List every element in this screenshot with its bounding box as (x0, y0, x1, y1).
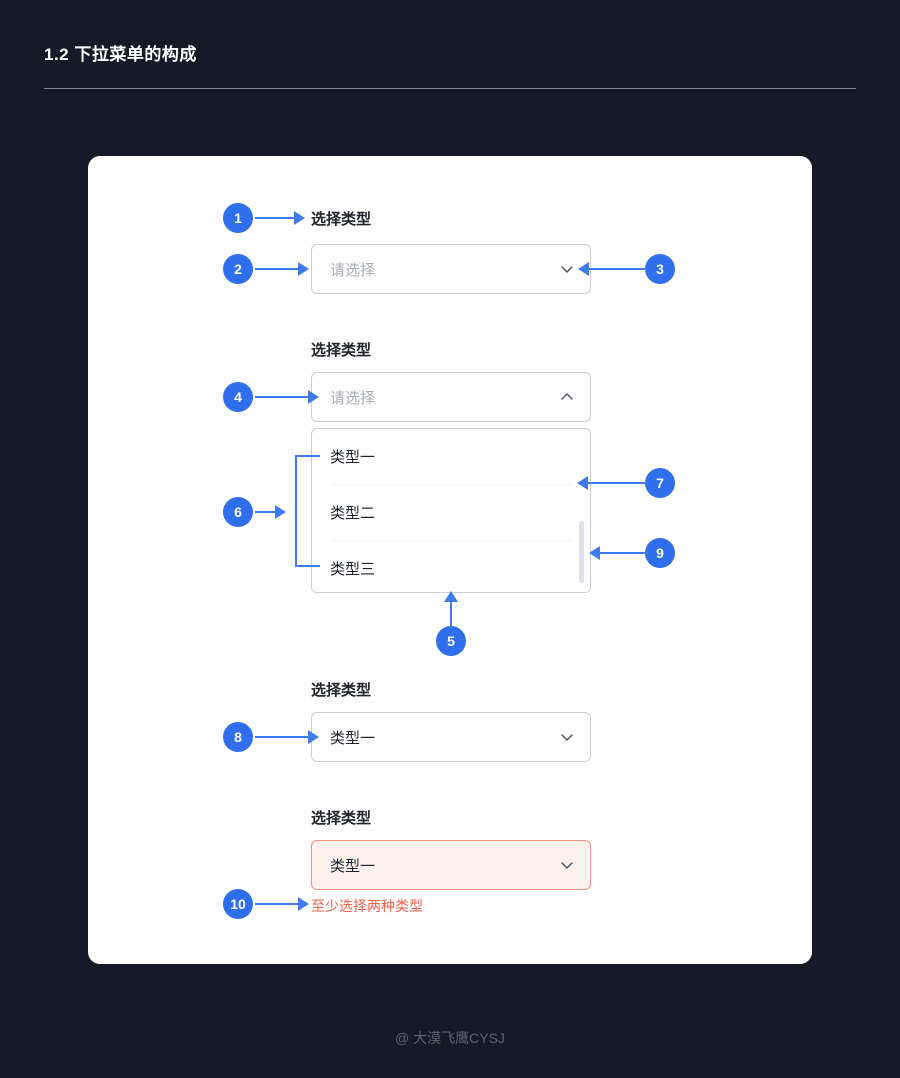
page-title: 1.2 下拉菜单的构成 (44, 45, 197, 64)
callout-line-10 (255, 903, 300, 905)
callout-badge-3: 3 (645, 254, 675, 284)
select-expanded-placeholder: 请选择 (330, 389, 376, 407)
callout-arrow-6 (275, 505, 286, 519)
select-error-value: 类型一 (330, 857, 376, 875)
callout-line-9 (600, 552, 648, 554)
callout-arrow-8 (308, 730, 319, 744)
callout-line-6 (255, 511, 277, 513)
callout-line-7 (588, 482, 648, 484)
select-label-selected: 选择类型 (311, 682, 372, 699)
callout-arrow-4 (308, 390, 319, 404)
dropdown-scrollbar-thumb[interactable] (579, 521, 584, 583)
chevron-up-icon[interactable] (558, 388, 576, 406)
callout-arrow-5 (444, 591, 458, 602)
select-default[interactable]: 请选择 (311, 244, 591, 294)
callout-arrow-3 (578, 262, 589, 276)
callout-line-8 (255, 736, 310, 738)
callout-line-5 (450, 600, 452, 628)
footer-watermark: @ 大漠飞鹰CYSJ (395, 1030, 505, 1046)
chevron-down-icon[interactable] (558, 856, 576, 874)
callout-arrow-1 (294, 211, 305, 225)
callout-bracket-6 (295, 455, 320, 567)
chevron-down-icon[interactable] (558, 260, 576, 278)
chevron-down-icon[interactable] (558, 728, 576, 746)
callout-arrow-7 (577, 476, 588, 490)
select-selected[interactable]: 类型一 (311, 712, 591, 762)
error-message: 至少选择两种类型 (311, 898, 423, 914)
callout-badge-4: 4 (223, 382, 253, 412)
select-error[interactable]: 类型一 (311, 840, 591, 890)
callout-line-4 (255, 396, 310, 398)
select-selected-value: 类型一 (330, 729, 376, 747)
callout-badge-9: 9 (645, 538, 675, 568)
select-expanded[interactable]: 请选择 (311, 372, 591, 422)
select-label-expanded: 选择类型 (311, 342, 372, 359)
callout-badge-5: 5 (436, 626, 466, 656)
callout-badge-6: 6 (223, 497, 253, 527)
callout-line-3 (589, 268, 647, 270)
callout-badge-1: 1 (223, 203, 253, 233)
select-label-error: 选择类型 (311, 810, 372, 827)
callout-line-1 (255, 217, 296, 219)
dropdown-option-2[interactable]: 类型二 (330, 505, 376, 522)
dropdown-divider-2 (330, 540, 574, 541)
header-divider (44, 88, 856, 89)
callout-arrow-9 (589, 546, 600, 560)
dropdown-divider-1 (330, 484, 574, 485)
select-default-placeholder: 请选择 (330, 261, 376, 279)
dropdown-panel: 类型一 类型二 类型三 (311, 428, 591, 593)
dropdown-option-3[interactable]: 类型三 (330, 561, 376, 578)
callout-arrow-2 (298, 262, 309, 276)
page-header: 1.2 下拉菜单的构成 (0, 0, 900, 89)
dropdown-option-1[interactable]: 类型一 (330, 449, 376, 466)
callout-badge-7: 7 (645, 468, 675, 498)
callout-badge-2: 2 (223, 254, 253, 284)
select-label-default: 选择类型 (311, 211, 372, 228)
callout-badge-10: 10 (223, 889, 253, 919)
callout-badge-8: 8 (223, 722, 253, 752)
callout-line-2 (255, 268, 300, 270)
callout-arrow-10 (298, 897, 309, 911)
